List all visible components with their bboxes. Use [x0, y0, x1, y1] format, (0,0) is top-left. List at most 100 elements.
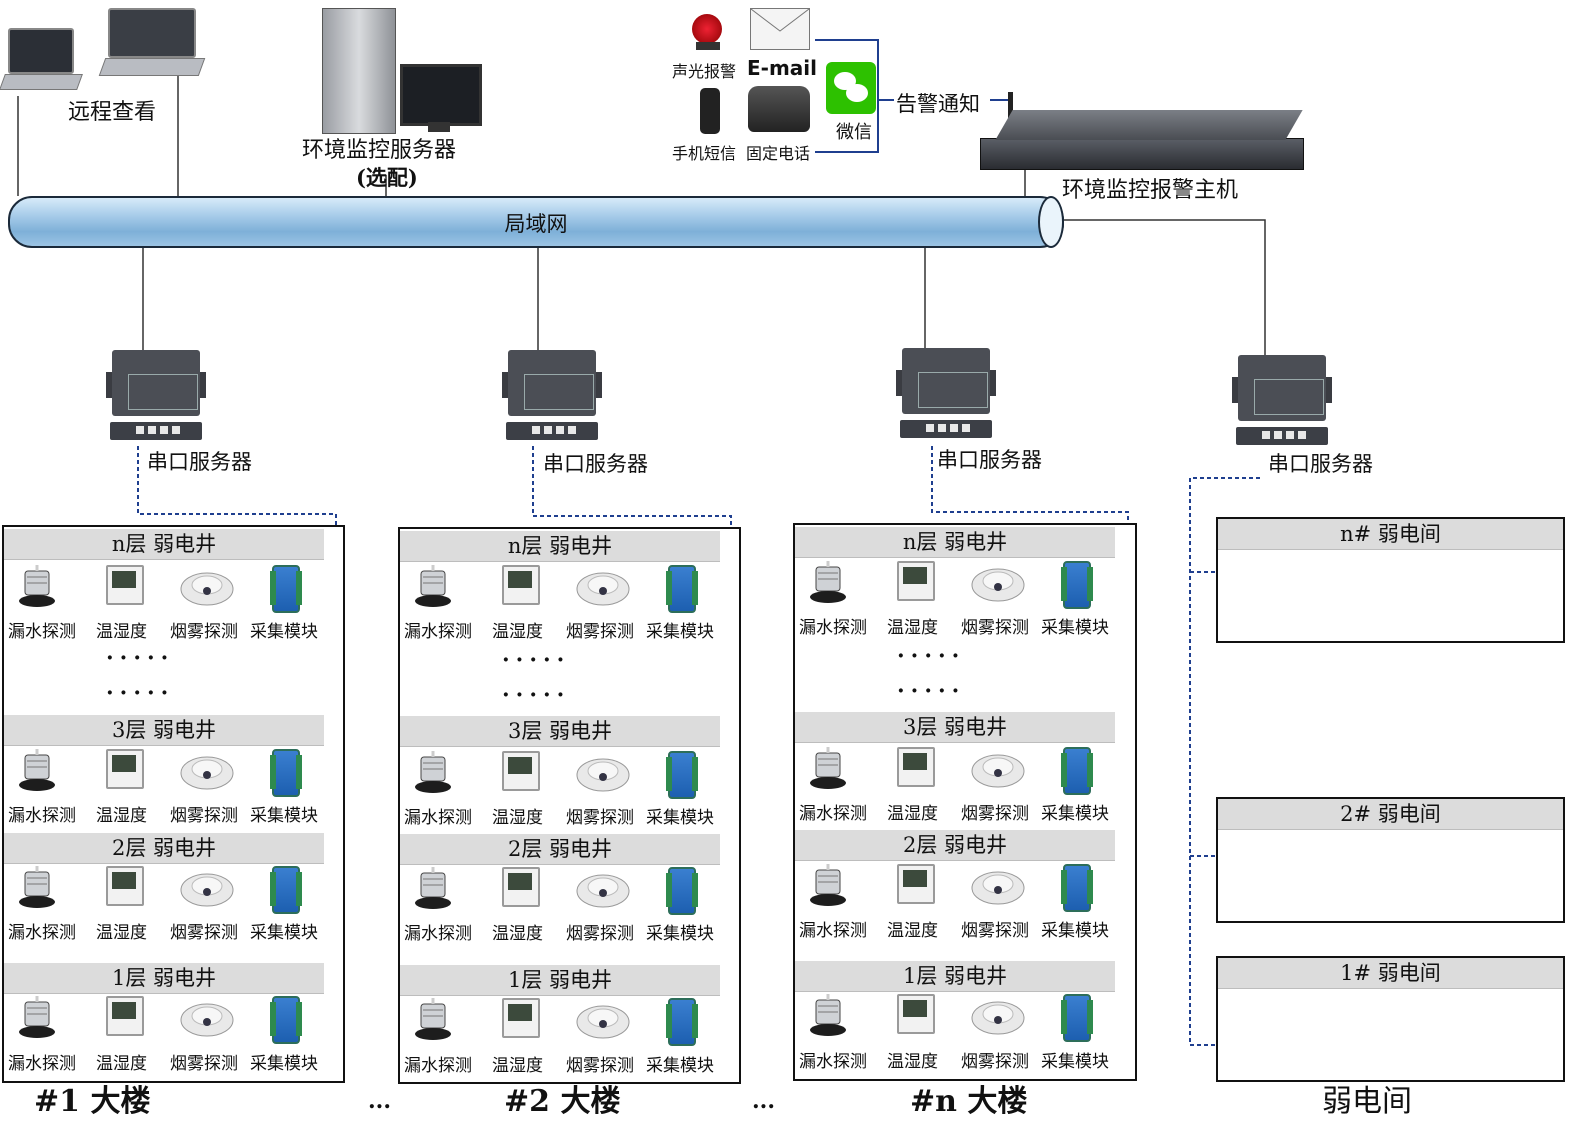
ellipsis-dots: ····· — [502, 647, 571, 673]
building-1: n层 弱电井 3层 弱电井 2层 弱电井 1层 弱电井 — [2, 525, 345, 1083]
siren-icon — [686, 10, 726, 56]
floor-header: 2层 弱电井 — [4, 833, 324, 864]
device-label: 采集模块 — [646, 808, 714, 828]
thermo-hygrometer-icon — [106, 565, 144, 605]
device-label: 烟雾探测 — [170, 1054, 238, 1074]
device-label: 漏水探测 — [799, 1052, 867, 1072]
device-label: 漏水探测 — [8, 806, 76, 826]
smoke-detector-icon — [180, 998, 234, 1038]
building-n: n层 弱电井 3层 弱电井 2层 弱电井 1层 弱电井 — [793, 523, 1137, 1081]
collector-module-icon — [1061, 994, 1093, 1042]
leak-detector-icon — [412, 867, 454, 911]
device-label: 采集模块 — [1041, 921, 1109, 941]
device-label: 漏水探测 — [799, 921, 867, 941]
smoke-detector-icon — [971, 563, 1025, 603]
desk-phone-icon — [748, 86, 810, 132]
collector-module-icon — [666, 867, 698, 915]
device-label: 温湿度 — [96, 622, 147, 642]
device-label: 漏水探测 — [404, 808, 472, 828]
device-label: 漏水探测 — [404, 924, 472, 944]
env-server-optional-label: (选配) — [356, 165, 418, 190]
serial-server-icon-1 — [106, 350, 206, 442]
device-label: 温湿度 — [492, 808, 543, 828]
floor-header: n层 弱电井 — [795, 527, 1115, 558]
smoke-detector-icon — [971, 866, 1025, 906]
server-icon — [322, 8, 482, 138]
rooms-footer: 弱电间 — [1322, 1084, 1412, 1119]
smoke-detector-icon — [576, 567, 630, 607]
thermo-hygrometer-icon — [502, 998, 540, 1038]
floor-header: 3层 弱电井 — [795, 712, 1115, 743]
thermo-hygrometer-icon — [502, 751, 540, 791]
smoke-detector-icon — [971, 749, 1025, 789]
device-label: 漏水探测 — [404, 622, 472, 642]
thermo-hygrometer-icon — [502, 565, 540, 605]
device-label: 温湿度 — [887, 618, 938, 638]
email-icon — [750, 8, 810, 50]
leak-detector-icon — [412, 565, 454, 609]
collector-module-icon — [666, 751, 698, 799]
thermo-hygrometer-icon — [897, 994, 935, 1034]
collector-module-icon — [270, 866, 302, 914]
thermo-hygrometer-icon — [897, 747, 935, 787]
floor-header: 1层 弱电井 — [4, 963, 324, 994]
building-2: n层 弱电井 3层 弱电井 2层 弱电井 1层 弱电井 — [398, 527, 741, 1084]
device-label: 温湿度 — [887, 804, 938, 824]
serial-server-label-2: 串口服务器 — [543, 452, 648, 476]
laptop-icon-2 — [98, 8, 206, 78]
thermo-hygrometer-icon — [106, 996, 144, 1036]
phone-label: 固定电话 — [746, 144, 811, 163]
device-label: 采集模块 — [646, 622, 714, 642]
smoke-detector-icon — [576, 869, 630, 909]
sms-label: 手机短信 — [672, 144, 737, 163]
collector-module-icon — [1061, 561, 1093, 609]
smoke-detector-icon — [971, 996, 1025, 1036]
serial-server-label-1: 串口服务器 — [147, 450, 252, 474]
device-label: 采集模块 — [1041, 804, 1109, 824]
device-label: 烟雾探测 — [961, 921, 1029, 941]
leak-detector-icon — [412, 751, 454, 795]
wechat-icon — [826, 62, 876, 114]
ellipsis-dots: ····· — [106, 645, 175, 671]
device-label: 漏水探测 — [8, 1054, 76, 1074]
leak-detector-icon — [16, 996, 58, 1040]
ellipsis-dots: ····· — [897, 678, 966, 704]
floor-header: 1层 弱电井 — [400, 965, 720, 996]
device-label: 烟雾探测 — [170, 622, 238, 642]
laptop-icon-1 — [0, 28, 83, 96]
device-label: 漏水探测 — [8, 923, 76, 943]
device-label: 采集模块 — [250, 1054, 318, 1074]
floor-header: n层 弱电井 — [4, 529, 324, 560]
device-label: 温湿度 — [492, 924, 543, 944]
alarm-host-icon — [976, 86, 1306, 172]
remote-view-label: 远程查看 — [68, 100, 157, 125]
device-label: 采集模块 — [250, 622, 318, 642]
device-label: 漏水探测 — [8, 622, 76, 642]
leak-detector-icon — [16, 565, 58, 609]
device-label: 采集模块 — [250, 806, 318, 826]
device-label: 温湿度 — [96, 806, 147, 826]
ellipsis-dots: ····· — [502, 682, 571, 708]
lan-label: 局域网 — [504, 212, 568, 236]
building-2-footer: #2 大楼 — [504, 1084, 621, 1119]
collector-module-icon — [666, 998, 698, 1046]
device-label: 温湿度 — [96, 923, 147, 943]
collector-module-icon — [666, 565, 698, 613]
device-label: 温湿度 — [887, 1052, 938, 1072]
collector-module-icon — [270, 749, 302, 797]
leak-detector-icon — [16, 749, 58, 793]
room-2: 2# 弱电间 — [1216, 797, 1565, 923]
ellipsis-2: ... — [752, 1088, 775, 1114]
floor-header: 2层 弱电井 — [795, 830, 1115, 861]
device-label: 采集模块 — [250, 923, 318, 943]
siren-label: 声光报警 — [672, 62, 737, 81]
device-label: 温湿度 — [887, 921, 938, 941]
floor-header: n层 弱电井 — [400, 531, 720, 562]
room-n: n# 弱电间 — [1216, 517, 1565, 643]
device-label: 烟雾探测 — [170, 923, 238, 943]
device-label: 采集模块 — [646, 924, 714, 944]
device-label: 烟雾探测 — [566, 924, 634, 944]
device-label: 烟雾探测 — [961, 804, 1029, 824]
ellipsis-1: ... — [368, 1088, 391, 1114]
collector-module-icon — [270, 996, 302, 1044]
